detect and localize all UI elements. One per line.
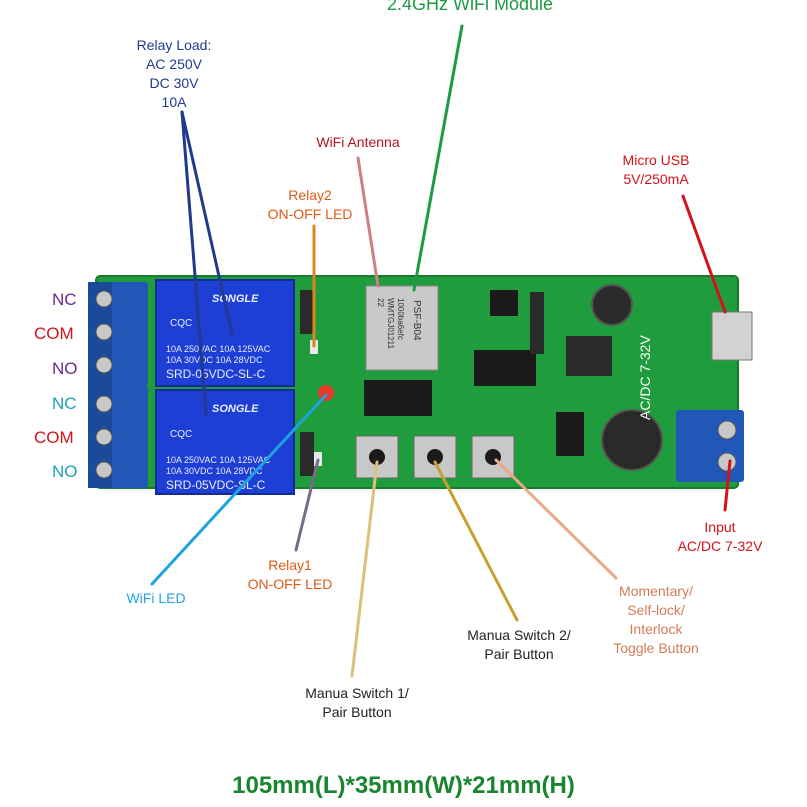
- micro-usb-port: [711, 311, 753, 361]
- wifi-led-label: WiFi LED: [126, 590, 186, 606]
- line-relay-load-1: [180, 110, 234, 336]
- capacitor-small: [591, 284, 633, 326]
- relay-top-model: SRD-05VDC-SL-C: [166, 367, 266, 381]
- dimensions-label: 105mm(L)*35mm(W)*21mm(H): [232, 772, 575, 799]
- relay-top-brand: SONGLE: [212, 293, 259, 305]
- ic-chip-2: [474, 350, 536, 386]
- relay-bottom: SONGLE CQC 10A 250VAC 10A 125VAC 10A 30V…: [155, 389, 295, 495]
- input-label: Input AC/DC 7-32V: [677, 519, 763, 554]
- ic-chip-3: [556, 412, 584, 456]
- line-relay-load-2: [180, 110, 208, 416]
- relay-top-rating-1: 10A 250VAC 10A 125VAC: [166, 344, 271, 354]
- capacitor-large: [601, 409, 663, 471]
- relay-bottom-cqc: CQC: [170, 429, 192, 440]
- line-relay1-led: [294, 458, 320, 552]
- micro-usb-label: Micro USB 5V/250mA: [622, 152, 690, 187]
- wifi-module-id: 1000ba6efc: [396, 298, 405, 340]
- relay2-led-label: Relay2 ON-OFF LED: [267, 187, 353, 222]
- terminal-block-top: [88, 282, 148, 386]
- switch2-label: Manua Switch 2/ Pair Button: [467, 627, 571, 662]
- terminal-label-bottom-no: NO: [52, 462, 78, 481]
- input-terminal-block: [676, 410, 744, 482]
- wifi-module: PSF-B04 1000ba6efc WMTGJ01211 22: [365, 285, 439, 371]
- relay-bottom-brand: SONGLE: [212, 403, 259, 415]
- header-pins: [530, 292, 544, 354]
- toggle-button-label: Momentary/ Self-lock/ Interlock Toggle B…: [613, 583, 699, 656]
- switch-1-button: [355, 435, 399, 479]
- ic-chip-1: [364, 380, 432, 416]
- inductor: [566, 336, 612, 376]
- switch1-label: Manua Switch 1/ Pair Button: [305, 685, 409, 720]
- relay-bottom-model: SRD-05VDC-SL-C: [166, 478, 266, 492]
- switch-2-button: [413, 435, 457, 479]
- line-input: [723, 459, 732, 512]
- relay1-led-label: Relay1 ON-OFF LED: [247, 557, 333, 592]
- terminal-label-bottom-nc: NC: [52, 394, 77, 413]
- relay-top: SONGLE CQC 10A 250VAC 10A 125VAC 10A 30V…: [155, 279, 295, 387]
- wifi-antenna-label: WiFi Antenna: [316, 134, 400, 150]
- relay-bottom-rating-1: 10A 250VAC 10A 125VAC: [166, 455, 271, 465]
- line-wifi-module: [412, 24, 464, 292]
- line-micro-usb: [681, 194, 727, 314]
- line-switch1: [350, 460, 379, 678]
- terminal-label-bottom-com: COM: [34, 428, 74, 447]
- line-wifi-antenna: [356, 156, 380, 288]
- line-toggle: [494, 458, 618, 580]
- silk-voltage: AC/DC 7-32V: [637, 335, 653, 420]
- line-switch2: [433, 460, 519, 622]
- relay-bottom-rating-2: 10A 30VDC 10A 28VDC: [166, 466, 263, 476]
- line-wifi-led: [150, 393, 328, 586]
- relay-top-cqc: CQC: [170, 318, 192, 329]
- callout-lines: [150, 24, 732, 678]
- relay-top-rating-2: 10A 30VDC 10A 28VDC: [166, 355, 263, 365]
- terminal-label-top-com: COM: [34, 324, 74, 343]
- terminal-block-bottom: [88, 386, 148, 488]
- wifi-module-rev: 22: [376, 298, 385, 307]
- terminal-label-top-no: NO: [52, 359, 78, 378]
- wifi-led: [318, 385, 334, 401]
- wifi-module-batch: WMTGJ01211: [386, 298, 395, 350]
- relay-load-label: Relay Load: AC 250V DC 30V 10A: [136, 37, 212, 110]
- wifi-module-label: 2.4GHz WiFi Module: [386, 0, 554, 14]
- transistor: [490, 290, 518, 316]
- terminal-label-top-nc: NC: [52, 290, 77, 309]
- wifi-module-code: PSF-B04: [411, 300, 422, 341]
